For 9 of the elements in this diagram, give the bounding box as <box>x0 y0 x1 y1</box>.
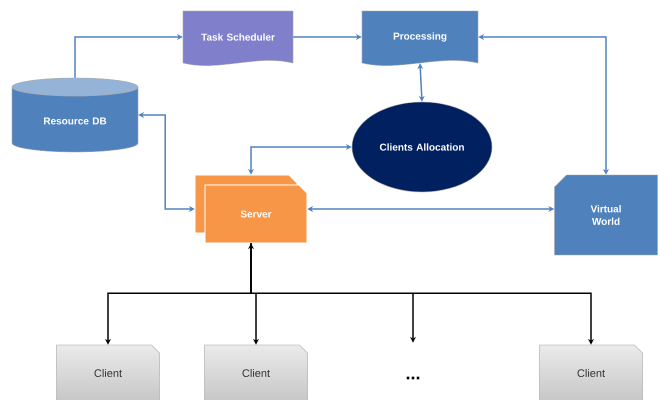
database-cylinder: Resource DB <box>12 78 138 152</box>
client-box: Client <box>56 344 160 400</box>
client-box: Client <box>539 344 643 400</box>
server-box: Server <box>194 174 308 244</box>
client-box: Client <box>204 344 308 400</box>
ellipsis-text: ... <box>406 376 420 380</box>
world-box: Virtual World <box>554 174 658 256</box>
task-scheduler-box: Task Scheduler <box>182 10 294 66</box>
processing-box: Processing <box>362 10 478 66</box>
